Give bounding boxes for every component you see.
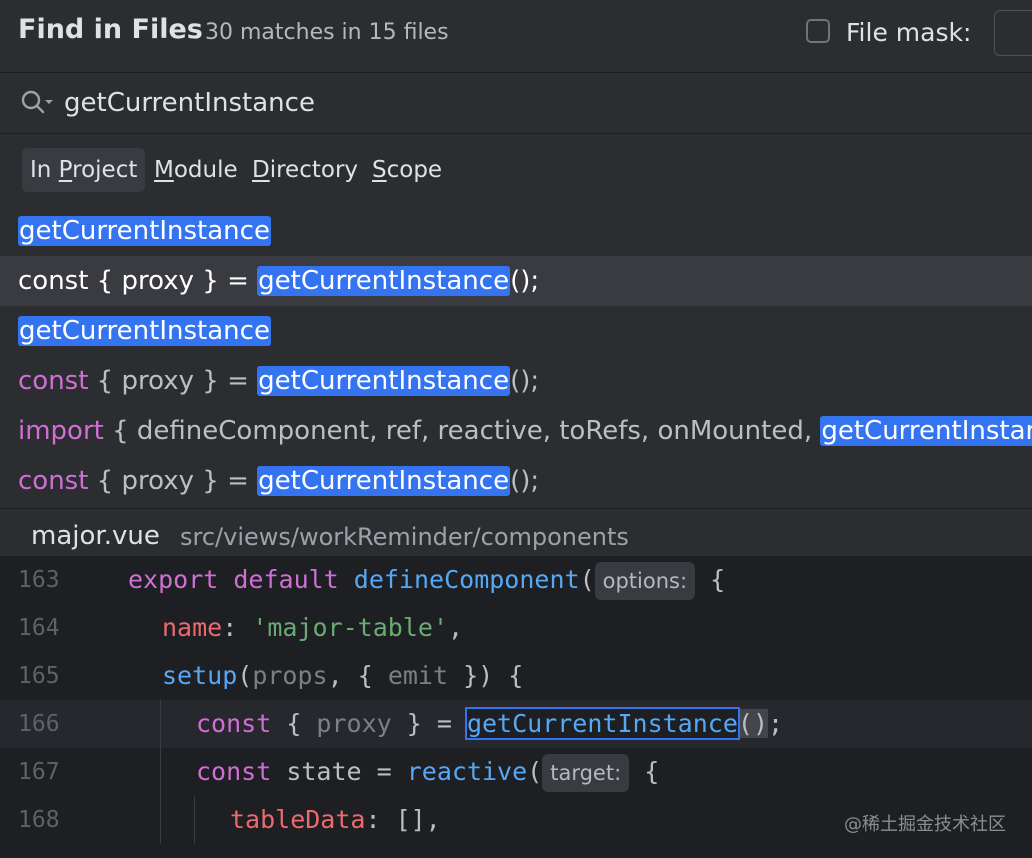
code-token: } = xyxy=(391,709,467,738)
result-row[interactable]: getCurrentInstance xyxy=(0,306,1032,356)
search-icon[interactable] xyxy=(20,89,54,117)
code-token: , { xyxy=(327,661,388,690)
result-text: const xyxy=(18,466,89,496)
tab-in-project[interactable]: In Project xyxy=(22,148,146,192)
result-text: { proxy } = xyxy=(88,266,258,296)
match-highlight: getCurrentInstance xyxy=(820,416,1032,446)
result-text: import xyxy=(18,416,104,446)
find-in-files-header[interactable]: Find in Files 30 matches in 15 files Fil… xyxy=(0,0,1032,73)
code-token: state = xyxy=(271,757,407,786)
match-highlight: getCurrentInstance xyxy=(257,366,511,396)
indent-guide xyxy=(194,796,195,844)
preview-file-name: major.vue xyxy=(31,521,160,551)
code-line[interactable]: 165 setup(props, { emit }) { xyxy=(0,652,1032,700)
indent-guide xyxy=(160,796,161,844)
code-token: { xyxy=(695,565,726,594)
code-token: props xyxy=(252,661,328,690)
result-text: const xyxy=(18,266,89,296)
match-highlight: getCurrentInstance xyxy=(257,466,511,496)
result-text: (); xyxy=(510,266,540,296)
search-match: getCurrentInstance xyxy=(464,707,740,740)
result-text: { proxy } = xyxy=(88,366,258,396)
preview-file-path: src/views/workReminder/components xyxy=(180,523,629,551)
code-token: }) { xyxy=(448,661,524,690)
line-number: 165 xyxy=(18,663,60,689)
result-row[interactable]: const { proxy } = getCurrentInstance(); xyxy=(0,256,1032,306)
file-mask-checkbox[interactable] xyxy=(806,19,830,43)
line-number: 164 xyxy=(18,615,60,641)
watermark: @稀土掘金技术社区 xyxy=(844,814,1006,835)
indent-guide xyxy=(160,748,161,796)
code-token: ( xyxy=(237,661,253,690)
code-token: : [], xyxy=(365,805,441,834)
code-line[interactable]: 166 const { proxy } = getCurrentInstance(… xyxy=(0,700,1032,748)
indent-guide xyxy=(160,700,161,748)
result-text: (); xyxy=(510,466,540,496)
code-token: 'major-table' xyxy=(252,613,448,642)
file-mask-input[interactable] xyxy=(994,10,1032,56)
line-number: 168 xyxy=(18,807,60,833)
code-token: : xyxy=(222,613,253,642)
dialog-title: Find in Files xyxy=(18,14,203,45)
match-highlight: getCurrentInstance xyxy=(257,266,511,296)
code-token: default xyxy=(233,565,354,594)
result-text: const xyxy=(18,366,89,396)
parameter-hint: options: xyxy=(594,562,696,600)
file-mask-label: File mask: xyxy=(846,18,972,47)
code-text: const state = reactive(target: { xyxy=(196,748,659,796)
tab-module[interactable]: Module xyxy=(154,157,238,183)
code-token: const xyxy=(196,709,272,738)
line-number: 166 xyxy=(18,711,60,737)
code-token: ( xyxy=(579,565,595,594)
code-token: ; xyxy=(768,709,784,738)
result-row[interactable]: getCurrentInstance xyxy=(0,206,1032,256)
code-text: const { proxy } = getCurrentInstance(); xyxy=(196,700,783,748)
code-token: emit xyxy=(387,661,449,690)
code-line[interactable]: 168 tableData: [], xyxy=(0,796,1032,844)
match-summary: 30 matches in 15 files xyxy=(205,20,449,45)
code-text: tableData: [], xyxy=(230,796,441,844)
code-token: proxy xyxy=(316,709,392,738)
match-highlight: getCurrentInstance xyxy=(18,216,271,246)
code-token: , xyxy=(448,613,464,642)
code-token: export xyxy=(128,565,234,594)
code-text: export default defineComponent(options: … xyxy=(128,556,725,604)
code-token: const xyxy=(196,757,272,786)
result-row[interactable]: const { proxy } = getCurrentInstance(); xyxy=(0,356,1032,406)
code-token: setup xyxy=(162,661,238,690)
code-line[interactable]: 163 export default defineComponent(option… xyxy=(0,556,1032,604)
line-number: 167 xyxy=(18,759,60,785)
scope-tabs: In Project Module Directory Scope xyxy=(0,134,1032,206)
code-line[interactable]: 167 const state = reactive(target: { xyxy=(0,748,1032,796)
code-token: ( xyxy=(527,757,543,786)
code-token: reactive xyxy=(406,757,528,786)
match-highlight: getCurrentInstance xyxy=(18,316,271,346)
result-row[interactable]: const { proxy } = getCurrentInstance(); xyxy=(0,456,1032,506)
preview-header: major.vue src/views/workReminder/compone… xyxy=(0,508,1032,565)
code-line[interactable]: 164 name: 'major-table', xyxy=(0,604,1032,652)
code-token: tableData xyxy=(230,805,366,834)
code-token: defineComponent xyxy=(353,565,580,594)
search-input[interactable]: getCurrentInstance xyxy=(64,88,315,118)
code-token: { xyxy=(271,709,317,738)
code-token: () xyxy=(737,709,768,738)
code-text: setup(props, { emit }) { xyxy=(162,652,523,700)
parameter-hint: target: xyxy=(542,754,630,792)
tab-scope[interactable]: Scope xyxy=(372,157,443,183)
code-token: name xyxy=(162,613,223,642)
code-text: name: 'major-table', xyxy=(162,604,463,652)
search-bar: getCurrentInstance xyxy=(0,73,1032,134)
result-text: (); xyxy=(510,366,540,396)
tab-directory[interactable]: Directory xyxy=(252,157,359,183)
line-number: 163 xyxy=(18,567,60,593)
result-text: { proxy } = xyxy=(88,466,258,496)
result-row[interactable]: import { defineComponent, ref, reactive,… xyxy=(0,406,1032,456)
result-text: { defineComponent, ref, reactive, toRefs… xyxy=(103,416,821,446)
code-token: { xyxy=(629,757,660,786)
